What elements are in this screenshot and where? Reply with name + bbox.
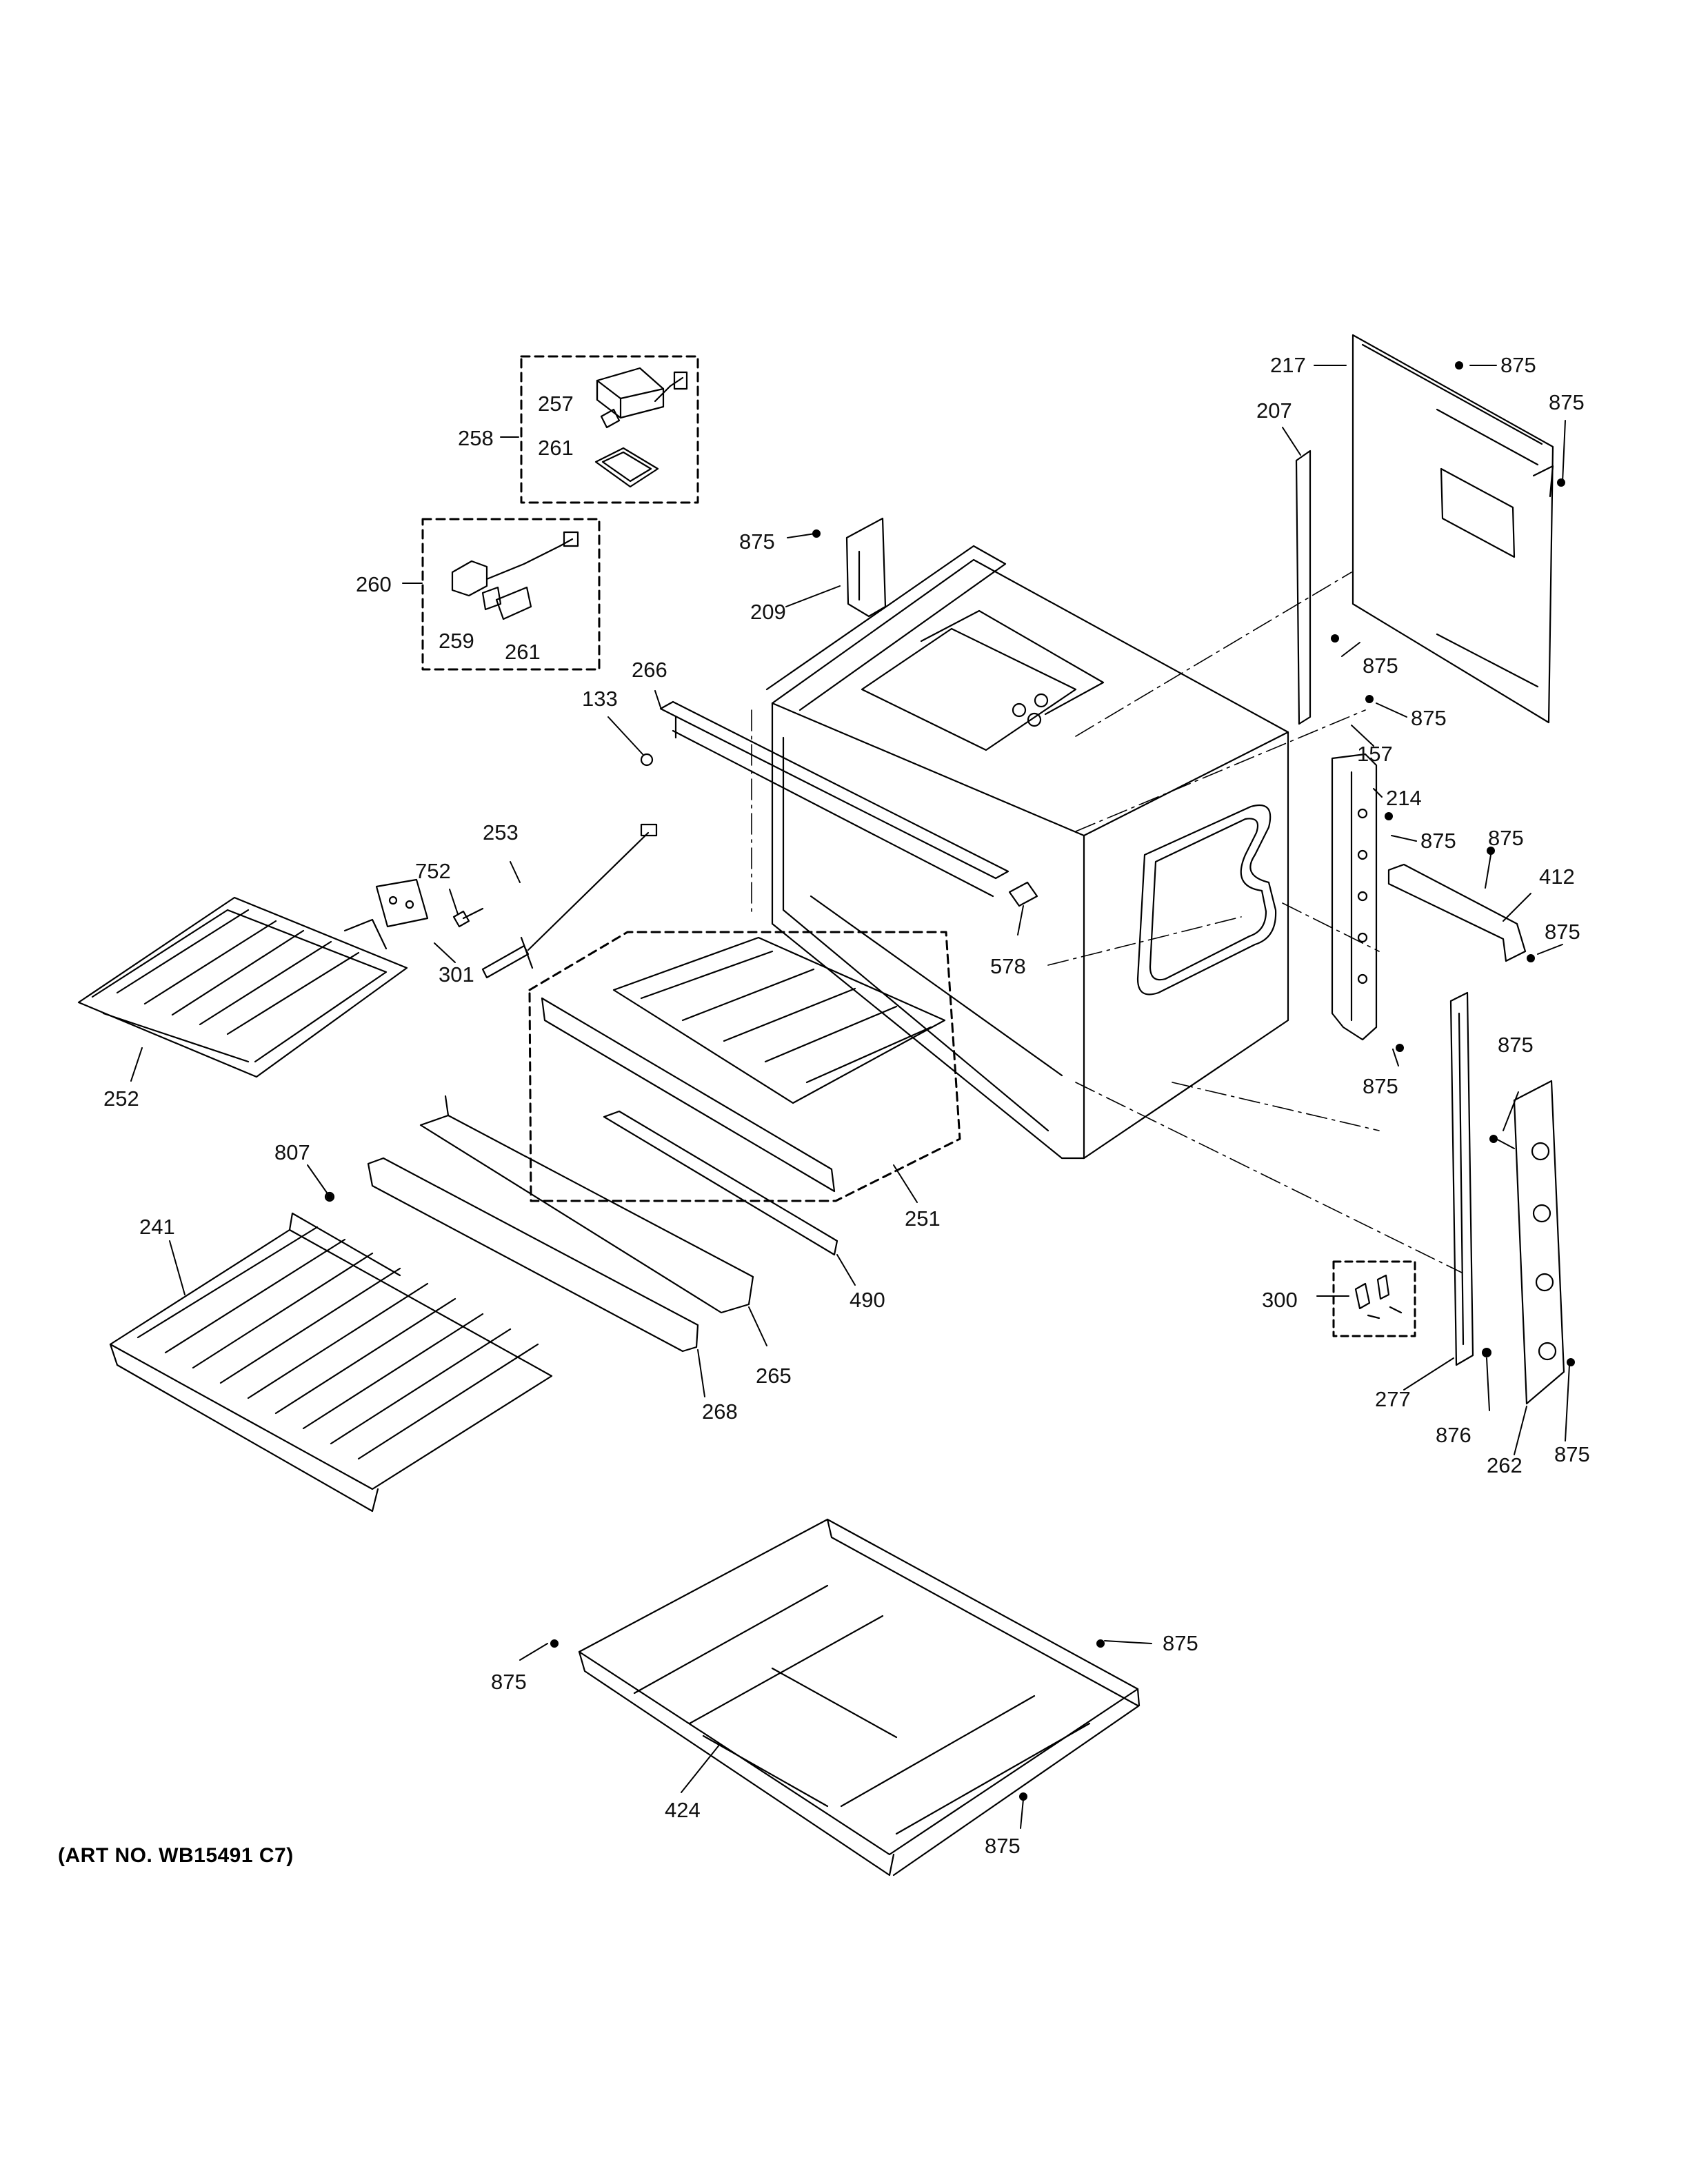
screws-875 (326, 361, 1575, 1801)
callout-261-a: 261 (538, 436, 574, 460)
bottom-frame-424 (578, 1518, 1141, 1877)
leader-lines (130, 365, 1570, 1829)
probe-253 (481, 823, 658, 979)
callout-252: 252 (103, 1086, 139, 1111)
callout-578: 578 (990, 954, 1026, 978)
hinge-bracket-209 (845, 517, 887, 618)
callout-752: 752 (415, 859, 451, 883)
callout-labels: 217 875 875 207 257 258 261 875 260 209 … (103, 353, 1590, 1858)
rail-268 (367, 1157, 699, 1353)
shield-265 (419, 1095, 754, 1314)
bracket-262 (1513, 1080, 1565, 1405)
callout-807: 807 (274, 1140, 310, 1164)
switch-assembly-260 (451, 531, 579, 620)
callout-261-b: 261 (505, 640, 541, 664)
callout-490: 490 (850, 1288, 885, 1312)
callout-253: 253 (483, 820, 519, 845)
callout-262: 262 (1487, 1453, 1523, 1477)
callout-875-g: 875 (1488, 826, 1524, 850)
callout-875-j: 875 (1363, 1074, 1398, 1098)
callout-268: 268 (702, 1399, 738, 1424)
callout-875-h: 875 (1545, 920, 1580, 944)
group-box-258 (520, 355, 699, 504)
callout-277: 277 (1375, 1387, 1411, 1411)
callout-875-l: 875 (1163, 1631, 1198, 1655)
group-box-300 (1332, 1260, 1416, 1337)
callout-241: 241 (139, 1215, 175, 1239)
callout-876: 876 (1436, 1423, 1471, 1447)
callout-875-k: 875 (1554, 1442, 1590, 1466)
alignment-guides (751, 572, 1463, 1273)
callout-260: 260 (356, 572, 392, 596)
callout-875-a: 875 (1500, 353, 1536, 377)
callout-301: 301 (439, 962, 474, 987)
callout-875-b: 875 (1549, 390, 1585, 414)
bracket-412 (1387, 863, 1527, 962)
callout-412: 412 (1539, 865, 1575, 889)
vent-trim-266 (659, 700, 1009, 898)
clips-300 (1354, 1274, 1403, 1320)
plate-301 (375, 878, 429, 928)
callout-251: 251 (905, 1206, 941, 1231)
group-box-251 (528, 931, 961, 1202)
callout-875-n: 875 (985, 1834, 1021, 1858)
rear-panel-217 (1352, 334, 1554, 724)
callout-207: 207 (1256, 398, 1292, 423)
callout-257: 257 (538, 392, 574, 416)
callout-875-c: 875 (739, 529, 775, 554)
rail-490 (603, 1110, 838, 1256)
group-box-260 (421, 518, 601, 671)
bake-element-251 (541, 936, 946, 1193)
callout-133: 133 (582, 687, 618, 711)
callout-875-i: 875 (1498, 1033, 1534, 1057)
callout-875-m: 875 (491, 1670, 527, 1694)
callout-875-f: 875 (1420, 829, 1456, 853)
side-bracket-214 (1331, 753, 1378, 1041)
screw-807 (324, 1191, 335, 1202)
rail-277 (1449, 991, 1474, 1366)
callout-258: 258 (458, 426, 494, 450)
trim-strip-207 (1295, 449, 1312, 725)
screw-752 (452, 907, 484, 928)
oven-rack-241 (109, 1212, 553, 1513)
callout-217: 217 (1270, 353, 1306, 377)
callout-875-e: 875 (1411, 706, 1447, 730)
screw-133 (640, 753, 654, 767)
callout-875-d: 875 (1363, 654, 1398, 678)
control-module-257 (596, 367, 688, 429)
callout-157: 157 (1357, 742, 1393, 766)
callout-259: 259 (439, 629, 474, 653)
callout-424: 424 (665, 1798, 701, 1822)
callout-209: 209 (750, 600, 786, 624)
oven-cavity (765, 545, 1289, 1160)
callout-214: 214 (1386, 786, 1422, 810)
callout-300: 300 (1262, 1288, 1298, 1312)
sensor-578 (1008, 881, 1038, 907)
callout-266: 266 (632, 658, 667, 682)
callout-265: 265 (756, 1364, 792, 1388)
art-number-caption: (ART NO. WB15491 C7) (58, 1844, 294, 1867)
broil-element-252 (77, 896, 408, 1078)
gasket-261-upper (594, 447, 659, 488)
